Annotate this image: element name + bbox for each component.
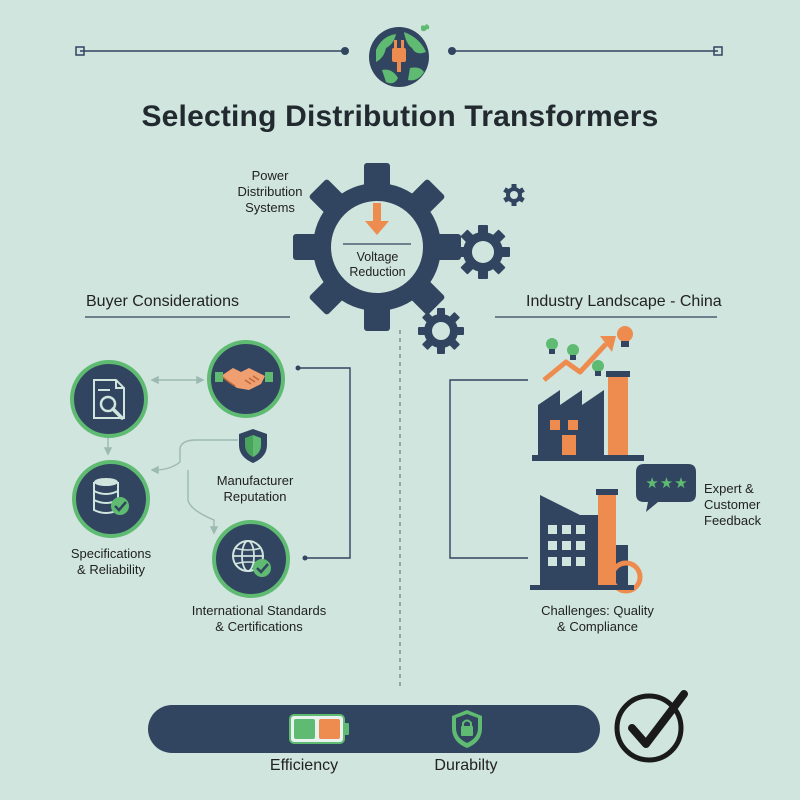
battery-remainder bbox=[319, 719, 340, 739]
expert-feedback-label: Expert & Customer Feedback bbox=[704, 481, 762, 528]
battery-icon bbox=[289, 714, 349, 744]
factory-building-icon bbox=[530, 489, 643, 594]
gear-icon bbox=[503, 184, 525, 206]
page-title: Selecting Distribution Transformers bbox=[141, 100, 659, 133]
battery-charge bbox=[294, 719, 315, 739]
efficiency-label: Efficiency bbox=[269, 757, 339, 774]
buyer-considerations-heading: Buyer Considerations bbox=[86, 293, 239, 310]
durability-label: Durabilty bbox=[434, 757, 498, 774]
globe-plug-icon bbox=[369, 24, 430, 87]
lock-shield-icon bbox=[452, 710, 482, 748]
checkmark-icon bbox=[614, 690, 688, 763]
growth-arrow-icon bbox=[542, 326, 633, 382]
connector-lines bbox=[449, 379, 528, 559]
industry-landscape-heading: Industry Landscape - China bbox=[526, 293, 722, 310]
rating-stars-icon: ★★★ bbox=[645, 475, 689, 492]
header-decoration bbox=[75, 46, 723, 56]
footer-bar bbox=[148, 705, 600, 753]
power-distribution-label: Power Distribution Systems bbox=[237, 168, 303, 215]
shield-icon bbox=[239, 429, 267, 463]
globe-check-icon bbox=[212, 520, 290, 598]
international-standards-label: International Standards & Certifications bbox=[191, 603, 327, 634]
chat-bubble-icon bbox=[636, 464, 696, 512]
gear-icon bbox=[456, 225, 510, 279]
database-check-icon bbox=[72, 460, 150, 538]
lightbulb-icon bbox=[546, 326, 633, 376]
manufacturer-reputation-label: Manufacturer Reputation bbox=[216, 473, 294, 504]
divider bbox=[495, 316, 717, 318]
specifications-reliability-label: Specifications & Reliability bbox=[70, 546, 152, 577]
document-search-icon bbox=[70, 360, 148, 438]
factory-icon bbox=[532, 371, 644, 461]
gear-icon bbox=[418, 308, 464, 354]
handshake-icon bbox=[207, 340, 285, 418]
main-gear-icon bbox=[293, 163, 461, 331]
center-divider bbox=[399, 330, 401, 690]
challenges-label: Challenges: Quality & Compliance bbox=[541, 603, 654, 634]
connector-lines bbox=[103, 365, 351, 561]
divider bbox=[85, 316, 290, 318]
